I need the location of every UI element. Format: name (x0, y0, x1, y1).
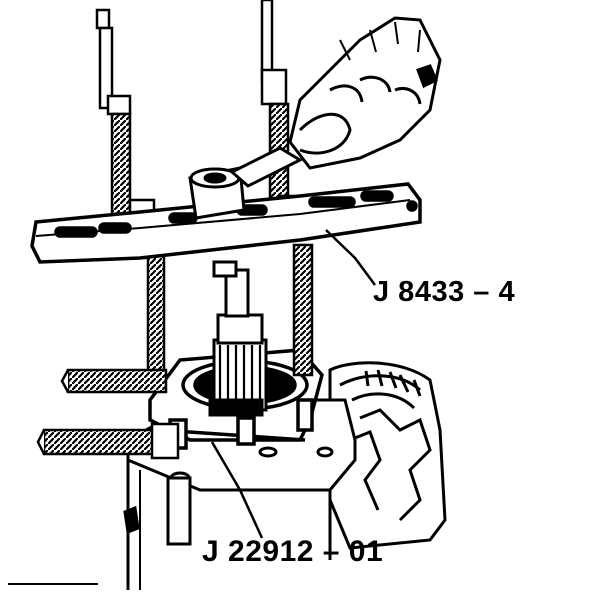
threaded-rod-right (260, 0, 314, 377)
leader-line-puller-bar (325, 229, 377, 286)
ratchet-wrench (188, 146, 304, 220)
transmission-housing (328, 361, 447, 550)
adapter-plate-callout: J 22912 – 01 (202, 535, 384, 568)
leader-lines (210, 229, 377, 539)
threaded-rod-left (95, 8, 166, 392)
leader-line-adapter-plate (210, 441, 264, 539)
splined-shaft (208, 260, 268, 417)
side-bolts (36, 368, 180, 460)
puller-bar-callout: J 8433 – 4 (373, 276, 516, 308)
hand-illustration (288, 16, 442, 170)
